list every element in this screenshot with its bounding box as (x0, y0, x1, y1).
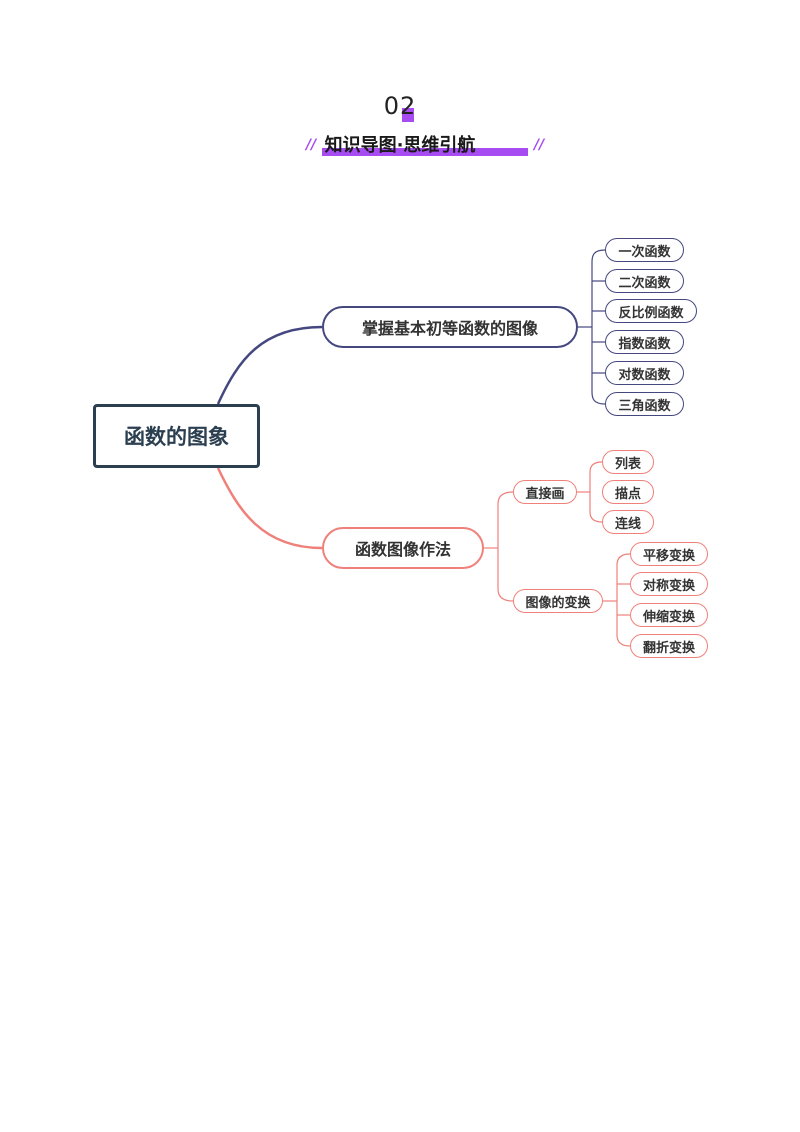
root-node: 函数的图象 (93, 404, 260, 468)
slash-decoration-right: // (534, 137, 545, 153)
leaf-logarithmic-function: 对数函数 (605, 361, 684, 385)
accent-block (402, 108, 414, 122)
leaf-connect-lines: 连线 (602, 510, 654, 534)
leaf-scaling: 伸缩变换 (630, 603, 708, 627)
leaf-inverse-proportion-function: 反比例函数 (605, 299, 697, 323)
leaf-exponential-function: 指数函数 (605, 330, 684, 354)
leaf-plot-points: 描点 (602, 480, 654, 504)
connector-branch1-children (578, 249, 606, 405)
connector-branch2-children (484, 461, 631, 647)
section-title-text: 知识导图·思维引航 (324, 135, 476, 156)
leaf-translation: 平移变换 (630, 542, 708, 566)
leaf-folding: 翻折变换 (630, 634, 708, 658)
leaf-symmetry: 对称变换 (630, 572, 708, 596)
section-number: 02 (0, 92, 800, 122)
slash-decoration-left: // (306, 137, 317, 153)
leaf-linear-function: 一次函数 (605, 238, 684, 262)
connector-root-branch1 (216, 325, 323, 405)
connector-root-branch2 (216, 467, 323, 550)
section-title: 知识导图·思维引航 (0, 131, 800, 157)
branch-basic-function-graphs: 掌握基本初等函数的图像 (322, 306, 578, 348)
branch-graphing-methods: 函数图像作法 (322, 527, 484, 569)
section-number-text: 02 (383, 92, 417, 120)
leaf-trigonometric-function: 三角函数 (605, 392, 684, 416)
leaf-list-table: 列表 (602, 450, 654, 474)
leaf-quadratic-function: 二次函数 (605, 269, 684, 293)
title-highlight (322, 148, 528, 156)
sub-graph-transformation: 图像的变换 (513, 589, 603, 613)
sub-direct-drawing: 直接画 (513, 480, 577, 504)
